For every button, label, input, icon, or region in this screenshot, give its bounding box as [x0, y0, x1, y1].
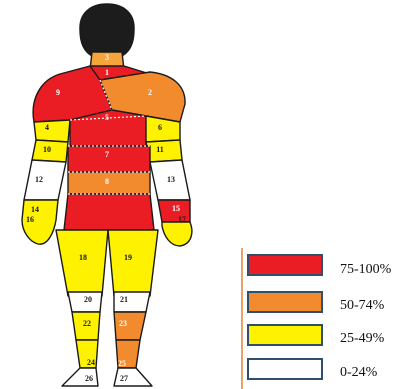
region-7	[68, 146, 150, 172]
region-label-20: 20	[84, 295, 92, 304]
region-label-2: 2	[148, 88, 152, 97]
region-label-23: 23	[119, 319, 127, 328]
region-label-16: 16	[26, 215, 34, 224]
region-label-7: 7	[105, 150, 109, 159]
region-label-22: 22	[83, 319, 91, 328]
region-label-11: 11	[156, 145, 164, 154]
region-9b	[64, 194, 154, 230]
region-label-17: 17	[178, 215, 186, 224]
region-label-25: 25	[118, 359, 126, 368]
hair	[80, 4, 134, 56]
legend-label-0-24: 0-24%	[340, 365, 378, 380]
region-label-10: 10	[43, 145, 51, 154]
region-label-27: 27	[120, 374, 128, 383]
legend-swatch-25-49	[248, 325, 322, 345]
region-8	[68, 172, 150, 194]
region-label-5: 5	[105, 113, 109, 122]
region-label-6: 6	[158, 123, 162, 132]
region-label-24: 24	[87, 358, 95, 367]
region-4	[34, 120, 70, 142]
legend-swatch-50-74	[248, 292, 322, 312]
legend-swatch-0-24	[248, 359, 322, 379]
region-label-18: 18	[79, 253, 87, 262]
region-17	[162, 222, 192, 246]
region-label-1: 1	[105, 68, 109, 77]
region-11	[146, 140, 182, 162]
legend-label-25-49: 25-49%	[340, 331, 385, 346]
legend: 75-100% 50-74% 25-49% 0-24%	[248, 255, 392, 380]
region-label-19: 19	[124, 253, 132, 262]
region-label-14: 14	[31, 205, 39, 214]
region-19	[108, 230, 158, 296]
region-label-13: 13	[167, 175, 175, 184]
legend-label-50-74: 50-74%	[340, 298, 385, 313]
region-label-8: 8	[105, 177, 109, 186]
region-label-9: 9	[56, 88, 60, 97]
region-label-26: 26	[85, 374, 93, 383]
region-label-3: 3	[105, 53, 109, 62]
region-18	[56, 230, 108, 296]
region-label-15: 15	[172, 204, 180, 213]
legend-swatch-75-100	[248, 255, 322, 275]
legend-label-75-100: 75-100%	[340, 262, 392, 277]
region-label-12: 12	[35, 175, 43, 184]
region-label-4: 4	[45, 123, 49, 132]
region-label-21: 21	[120, 295, 128, 304]
region-12	[24, 160, 66, 200]
